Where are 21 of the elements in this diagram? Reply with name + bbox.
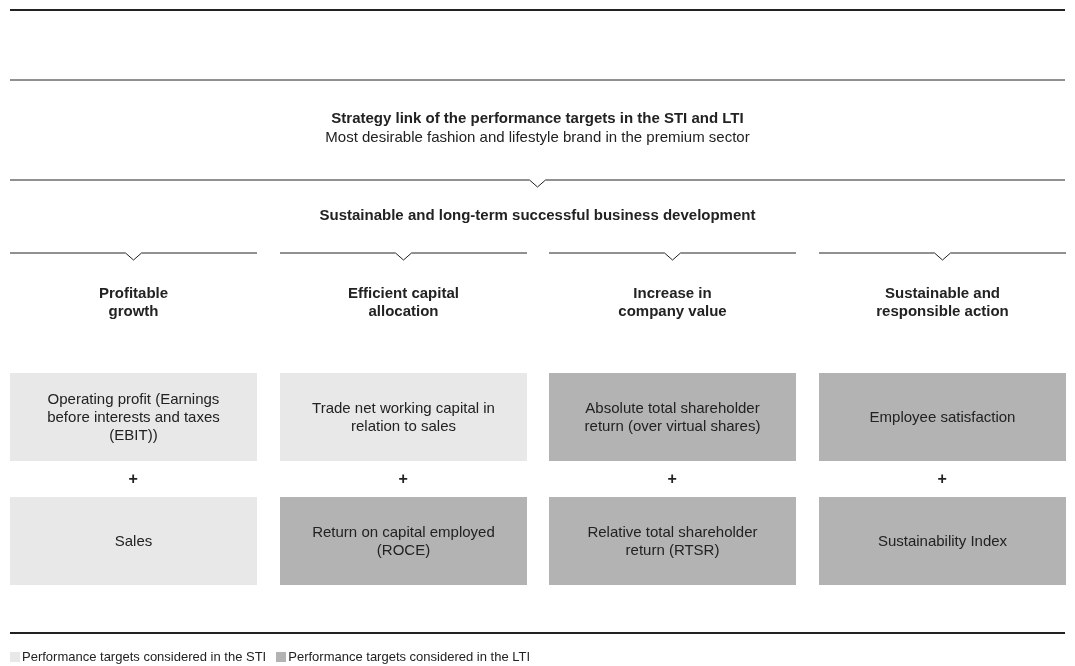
plus-sign: + (937, 470, 947, 488)
target-box: Absolute total shareholder return (over virtual shares) (549, 373, 796, 461)
target-box: Return on capital employed (ROCE) (280, 497, 527, 585)
heading-text: Increase in company value (617, 284, 728, 320)
target-box: Sustainability Index (819, 497, 1066, 585)
subtitle-text: Most desirable fashion and lifestyle brand in the premium sector (325, 127, 750, 146)
heading-text: Sustainable and long-term successful business development (319, 206, 756, 224)
target-box: Sales (10, 497, 257, 585)
heading-text: Sustainable and responsible action (875, 284, 1010, 320)
heading-text: Strategy link of the performance targets in the STI and LTI (331, 109, 744, 127)
target-box: Trade net working capital in relation to sales (280, 373, 527, 461)
heading-text: Efficient capital allocation (347, 284, 460, 320)
target-box: Operating profit (Earnings before interests and taxes (EBIT)) (10, 373, 257, 461)
legend-text: Performance targets considered in the LTI (288, 649, 531, 664)
plus-sign: + (128, 470, 138, 488)
target-box: Employee satisfaction (819, 373, 1066, 461)
target-box: Relative total shareholder return (RTSR) (549, 497, 796, 585)
legend-text: Performance targets considered in the STI (22, 649, 267, 664)
plus-sign: + (398, 470, 408, 488)
heading-text: Profitable growth (97, 284, 170, 320)
plus-sign: + (667, 470, 677, 488)
